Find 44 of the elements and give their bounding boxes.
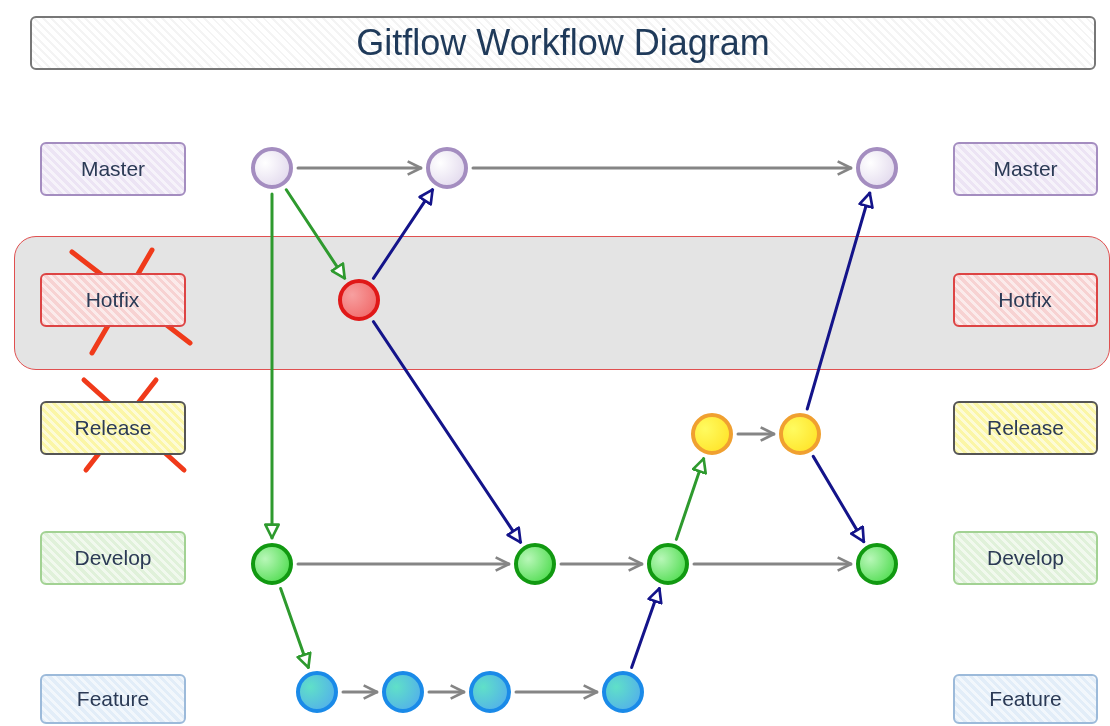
commit-circle <box>514 543 556 585</box>
arrow <box>630 587 663 669</box>
lane-label: Hotfix <box>952 272 1098 327</box>
lane-label: Master <box>953 142 1098 196</box>
commit-circle <box>856 147 898 189</box>
commit-circle <box>779 413 821 455</box>
commit-circle <box>382 671 424 713</box>
arrow <box>296 556 511 572</box>
arrow <box>371 320 523 544</box>
arrow <box>736 426 776 442</box>
arrow <box>264 192 280 540</box>
commit-circle <box>469 671 511 713</box>
lane-label: Develop <box>953 531 1098 585</box>
arrow <box>341 684 379 700</box>
commit-circle <box>602 671 644 713</box>
commit-circle <box>251 147 293 189</box>
arrow <box>811 454 866 544</box>
arrow <box>471 160 853 176</box>
arrow <box>284 188 347 280</box>
commit-circle <box>296 671 338 713</box>
commit-circle <box>647 543 689 585</box>
arrow <box>514 684 599 700</box>
commit-circle <box>251 543 293 585</box>
arrow <box>279 587 312 669</box>
arrow <box>296 160 423 176</box>
commit-circle <box>426 147 468 189</box>
title-banner: Gitflow Workflow Diagram <box>30 16 1096 70</box>
commit-circle <box>337 278 380 321</box>
lane-label: Release <box>953 401 1098 455</box>
commit-circle <box>856 543 898 585</box>
arrow <box>692 556 853 572</box>
lane-label: Feature <box>953 674 1098 724</box>
lane-label: Feature <box>40 674 186 724</box>
lane-label: Master <box>40 142 186 196</box>
arrow <box>371 188 435 280</box>
arrow <box>559 556 644 572</box>
arrow <box>805 191 874 411</box>
lane-label: Develop <box>40 531 186 585</box>
arrow <box>674 457 708 541</box>
lane-label: Release <box>40 401 186 455</box>
arrow <box>427 684 466 700</box>
commit-circle <box>691 413 733 455</box>
hotfix-band <box>14 236 1110 370</box>
lane-label: Hotfix <box>39 272 186 327</box>
